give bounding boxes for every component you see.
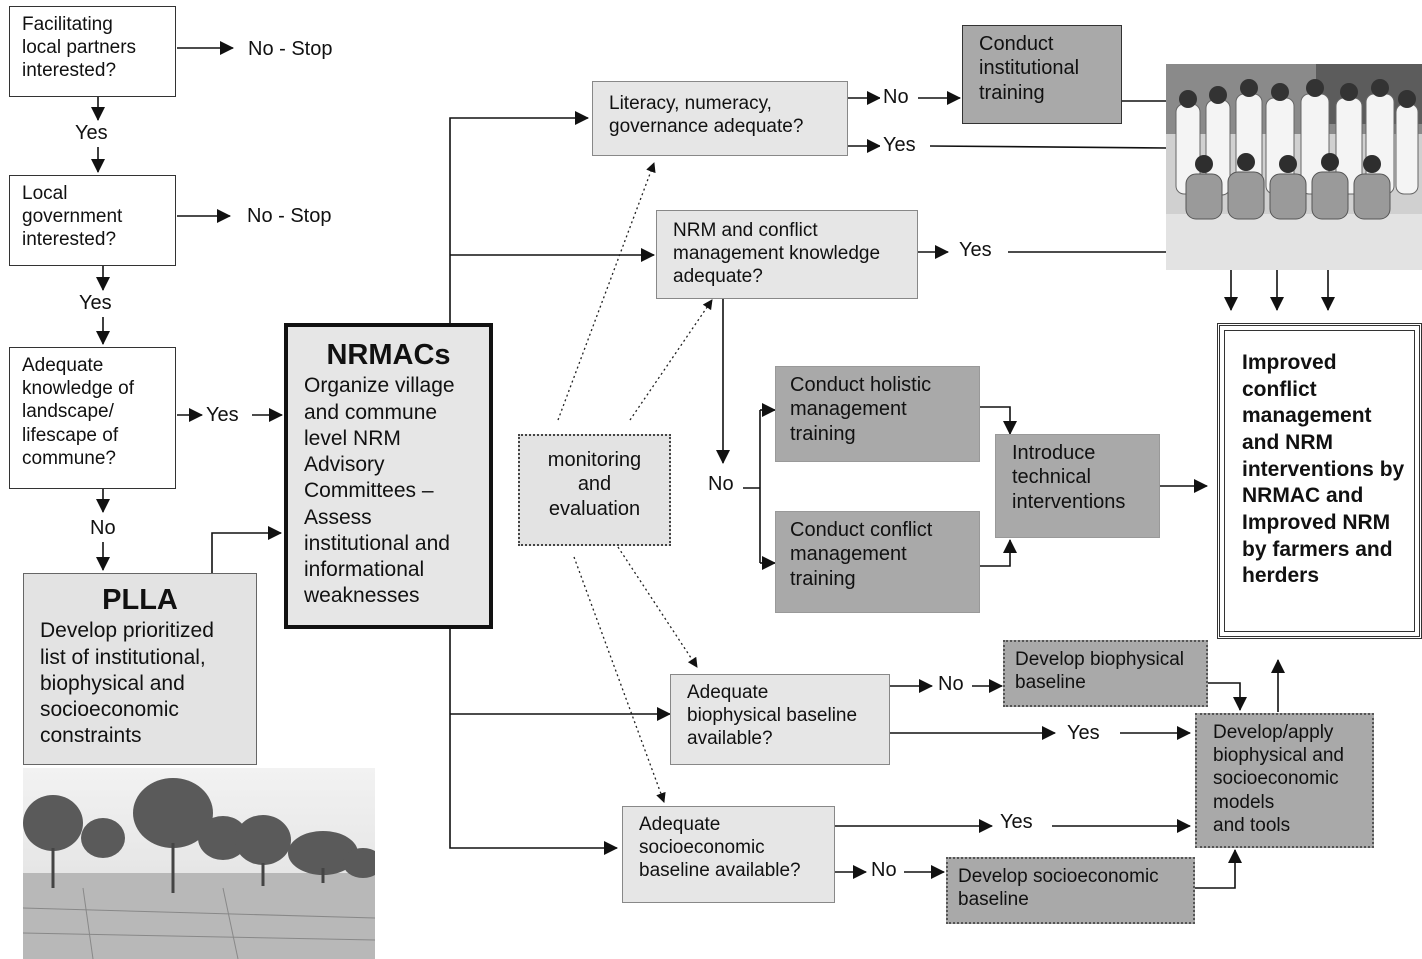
plla-box: PLLA Develop prioritized list of institu… [23,573,257,765]
models-tools-box: Develop/apply biophysical and socioecono… [1195,713,1374,848]
institutional-training-text: Conduct institutional training [979,33,1080,104]
yes-label-3: Yes [203,404,242,426]
nrmacs-body: Organize village and commune level NRM A… [304,374,455,608]
no-label-1: No [87,517,119,539]
monitoring-evaluation-text: monitoring and evaluation [547,449,642,520]
socioeconomic-baseline-question-box: Adequate socioeconomic baseline availabl… [622,806,835,903]
develop-socioeconomic-baseline-text: Develop socioeconomic baseline [958,866,1159,911]
facilitating-partners-text: Facilitating local partners interested? [22,14,137,82]
plla-body: Develop prioritized list of institutiona… [40,619,214,748]
develop-socioeconomic-baseline-box: Develop socioeconomic baseline [946,857,1195,924]
adequate-knowledge-text: Adequate knowledge of landscape/ lifesca… [22,355,134,469]
literacy-yes-label: Yes [880,134,919,156]
develop-biophysical-baseline-text: Develop biophysical baseline [1015,649,1184,694]
holistic-training-text: Conduct holistic management training [790,374,932,445]
biophysical-no-label: No [935,673,967,695]
landscape-photo [23,768,375,959]
local-government-box: Local government interested? [9,175,176,266]
facilitating-partners-box: Facilitating local partners interested? [9,6,176,97]
literacy-no-label: No [880,86,912,108]
develop-biophysical-baseline-box: Develop biophysical baseline [1003,640,1208,707]
no-stop-label-1: No - Stop [245,38,336,60]
biophysical-baseline-question-box: Adequate biophysical baseline available? [670,674,890,765]
yes-label-2: Yes [76,292,115,314]
socioeconomic-baseline-question-text: Adequate socioeconomic baseline availabl… [639,814,801,882]
biophysical-yes-label: Yes [1064,722,1103,744]
outcome-text: Improved conflict management and NRM int… [1242,351,1405,588]
monitoring-evaluation-box: monitoring and evaluation [518,434,671,546]
literacy-box: Literacy, numeracy, governance adequate? [592,81,848,156]
nrm-no-label: No [705,473,737,495]
local-government-text: Local government interested? [22,183,123,251]
technical-interventions-box: Introduce technical interventions [995,434,1160,538]
nrmacs-title: NRMACs [326,339,451,371]
technical-interventions-text: Introduce technical interventions [1012,442,1126,513]
conflict-training-box: Conduct conflict management training [775,511,980,613]
plla-title: PLLA [102,584,178,616]
biophysical-baseline-question-text: Adequate biophysical baseline available? [687,682,858,750]
no-stop-label-2: No - Stop [244,205,335,227]
socioeconomic-no-label: No [868,859,900,881]
nrm-conflict-knowledge-box: NRM and conflict management knowledge ad… [656,210,918,299]
institutional-training-box: Conduct institutional training [962,25,1122,124]
outcome-box: Improved conflict management and NRM int… [1217,323,1422,639]
literacy-text: Literacy, numeracy, governance adequate? [609,93,804,138]
models-tools-text: Develop/apply biophysical and socioecono… [1213,722,1344,836]
nrm-yes-label: Yes [956,239,995,261]
yes-label-1: Yes [72,122,111,144]
adequate-knowledge-box: Adequate knowledge of landscape/ lifesca… [9,347,176,489]
socioeconomic-yes-label: Yes [997,811,1036,833]
group-photo [1166,64,1422,270]
nrmacs-box: NRMACs Organize village and commune leve… [284,323,493,629]
nrm-conflict-knowledge-text: NRM and conflict management knowledge ad… [673,220,881,288]
holistic-training-box: Conduct holistic management training [775,366,980,462]
conflict-training-text: Conduct conflict management training [790,519,933,590]
